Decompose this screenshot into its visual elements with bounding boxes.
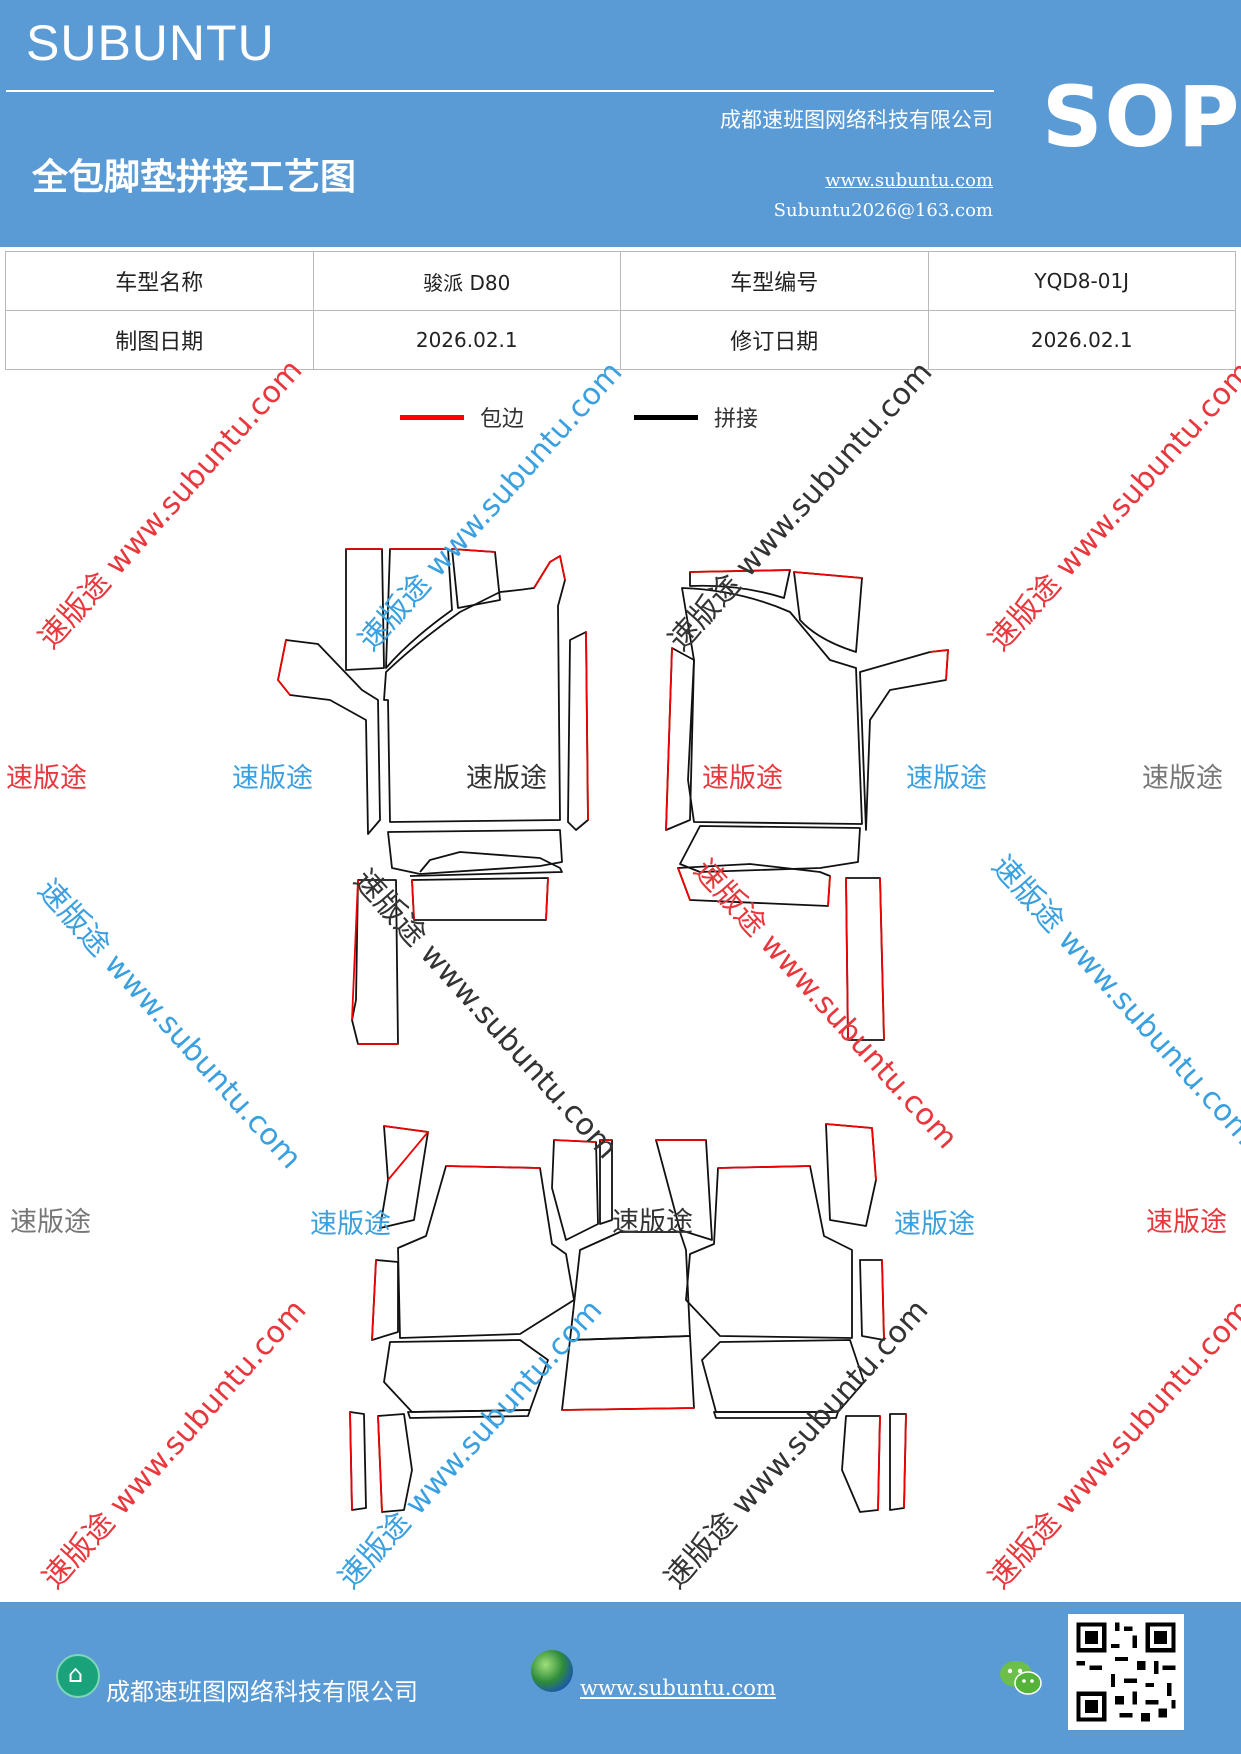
footer-banner: 成都速班图网络科技有限公司 www.subuntu.com bbox=[0, 1602, 1241, 1754]
model-name-value: 骏派 D80 bbox=[312, 251, 621, 311]
legend-edge-swatch bbox=[400, 414, 464, 420]
header-website-link[interactable]: www.subuntu.com bbox=[825, 170, 993, 191]
table-row: 制图日期 2026.02.1 修订日期 2026.02.1 bbox=[5, 310, 1236, 370]
front-right-mat-group bbox=[665, 569, 949, 1041]
header-company: 成都速班图网络科技有限公司 bbox=[720, 108, 993, 132]
footer-website-link[interactable]: www.subuntu.com bbox=[580, 1676, 776, 1700]
sop-badge: SOP bbox=[1042, 68, 1241, 166]
table-row: 车型名称 骏派 D80 车型编号 YQD8-01J bbox=[5, 251, 1236, 311]
legend-edge-label: 包边 bbox=[480, 407, 525, 432]
draw-date-value: 2026.02.1 bbox=[312, 310, 621, 370]
revise-date-label: 修订日期 bbox=[620, 310, 929, 370]
model-code-value: YQD8-01J bbox=[927, 251, 1236, 311]
front-left-mat-group bbox=[277, 548, 589, 1045]
legend-join-label: 拼接 bbox=[714, 407, 759, 432]
wechat-icon bbox=[1000, 1661, 1042, 1695]
legend-join: 拼接 bbox=[634, 402, 758, 432]
qr-code[interactable] bbox=[1068, 1614, 1184, 1730]
document-title: 全包脚垫拼接工艺图 bbox=[32, 156, 357, 198]
building-icon bbox=[56, 1654, 100, 1698]
footer-company: 成都速班图网络科技有限公司 bbox=[106, 1678, 418, 1706]
draw-date-label: 制图日期 bbox=[5, 310, 314, 370]
globe-icon bbox=[531, 1650, 573, 1692]
legend-join-swatch bbox=[634, 414, 698, 420]
model-code-label: 车型编号 bbox=[620, 251, 929, 311]
floor-mat-diagram bbox=[277, 548, 949, 1513]
legend-edge: 包边 bbox=[400, 402, 524, 432]
revise-date-value: 2026.02.1 bbox=[927, 310, 1236, 370]
vehicle-info-table: 车型名称 骏派 D80 车型编号 YQD8-01J 制图日期 2026.02.1… bbox=[5, 251, 1236, 370]
model-name-label: 车型名称 bbox=[5, 251, 314, 311]
rear-mat-group bbox=[349, 1123, 907, 1513]
header-divider bbox=[6, 90, 994, 92]
header-email: Subuntu2026@163.com bbox=[773, 200, 993, 221]
brand-name: SUBUNTU bbox=[26, 15, 275, 71]
header-banner: SUBUNTU 成都速班图网络科技有限公司 全包脚垫拼接工艺图 www.subu… bbox=[0, 0, 1241, 247]
